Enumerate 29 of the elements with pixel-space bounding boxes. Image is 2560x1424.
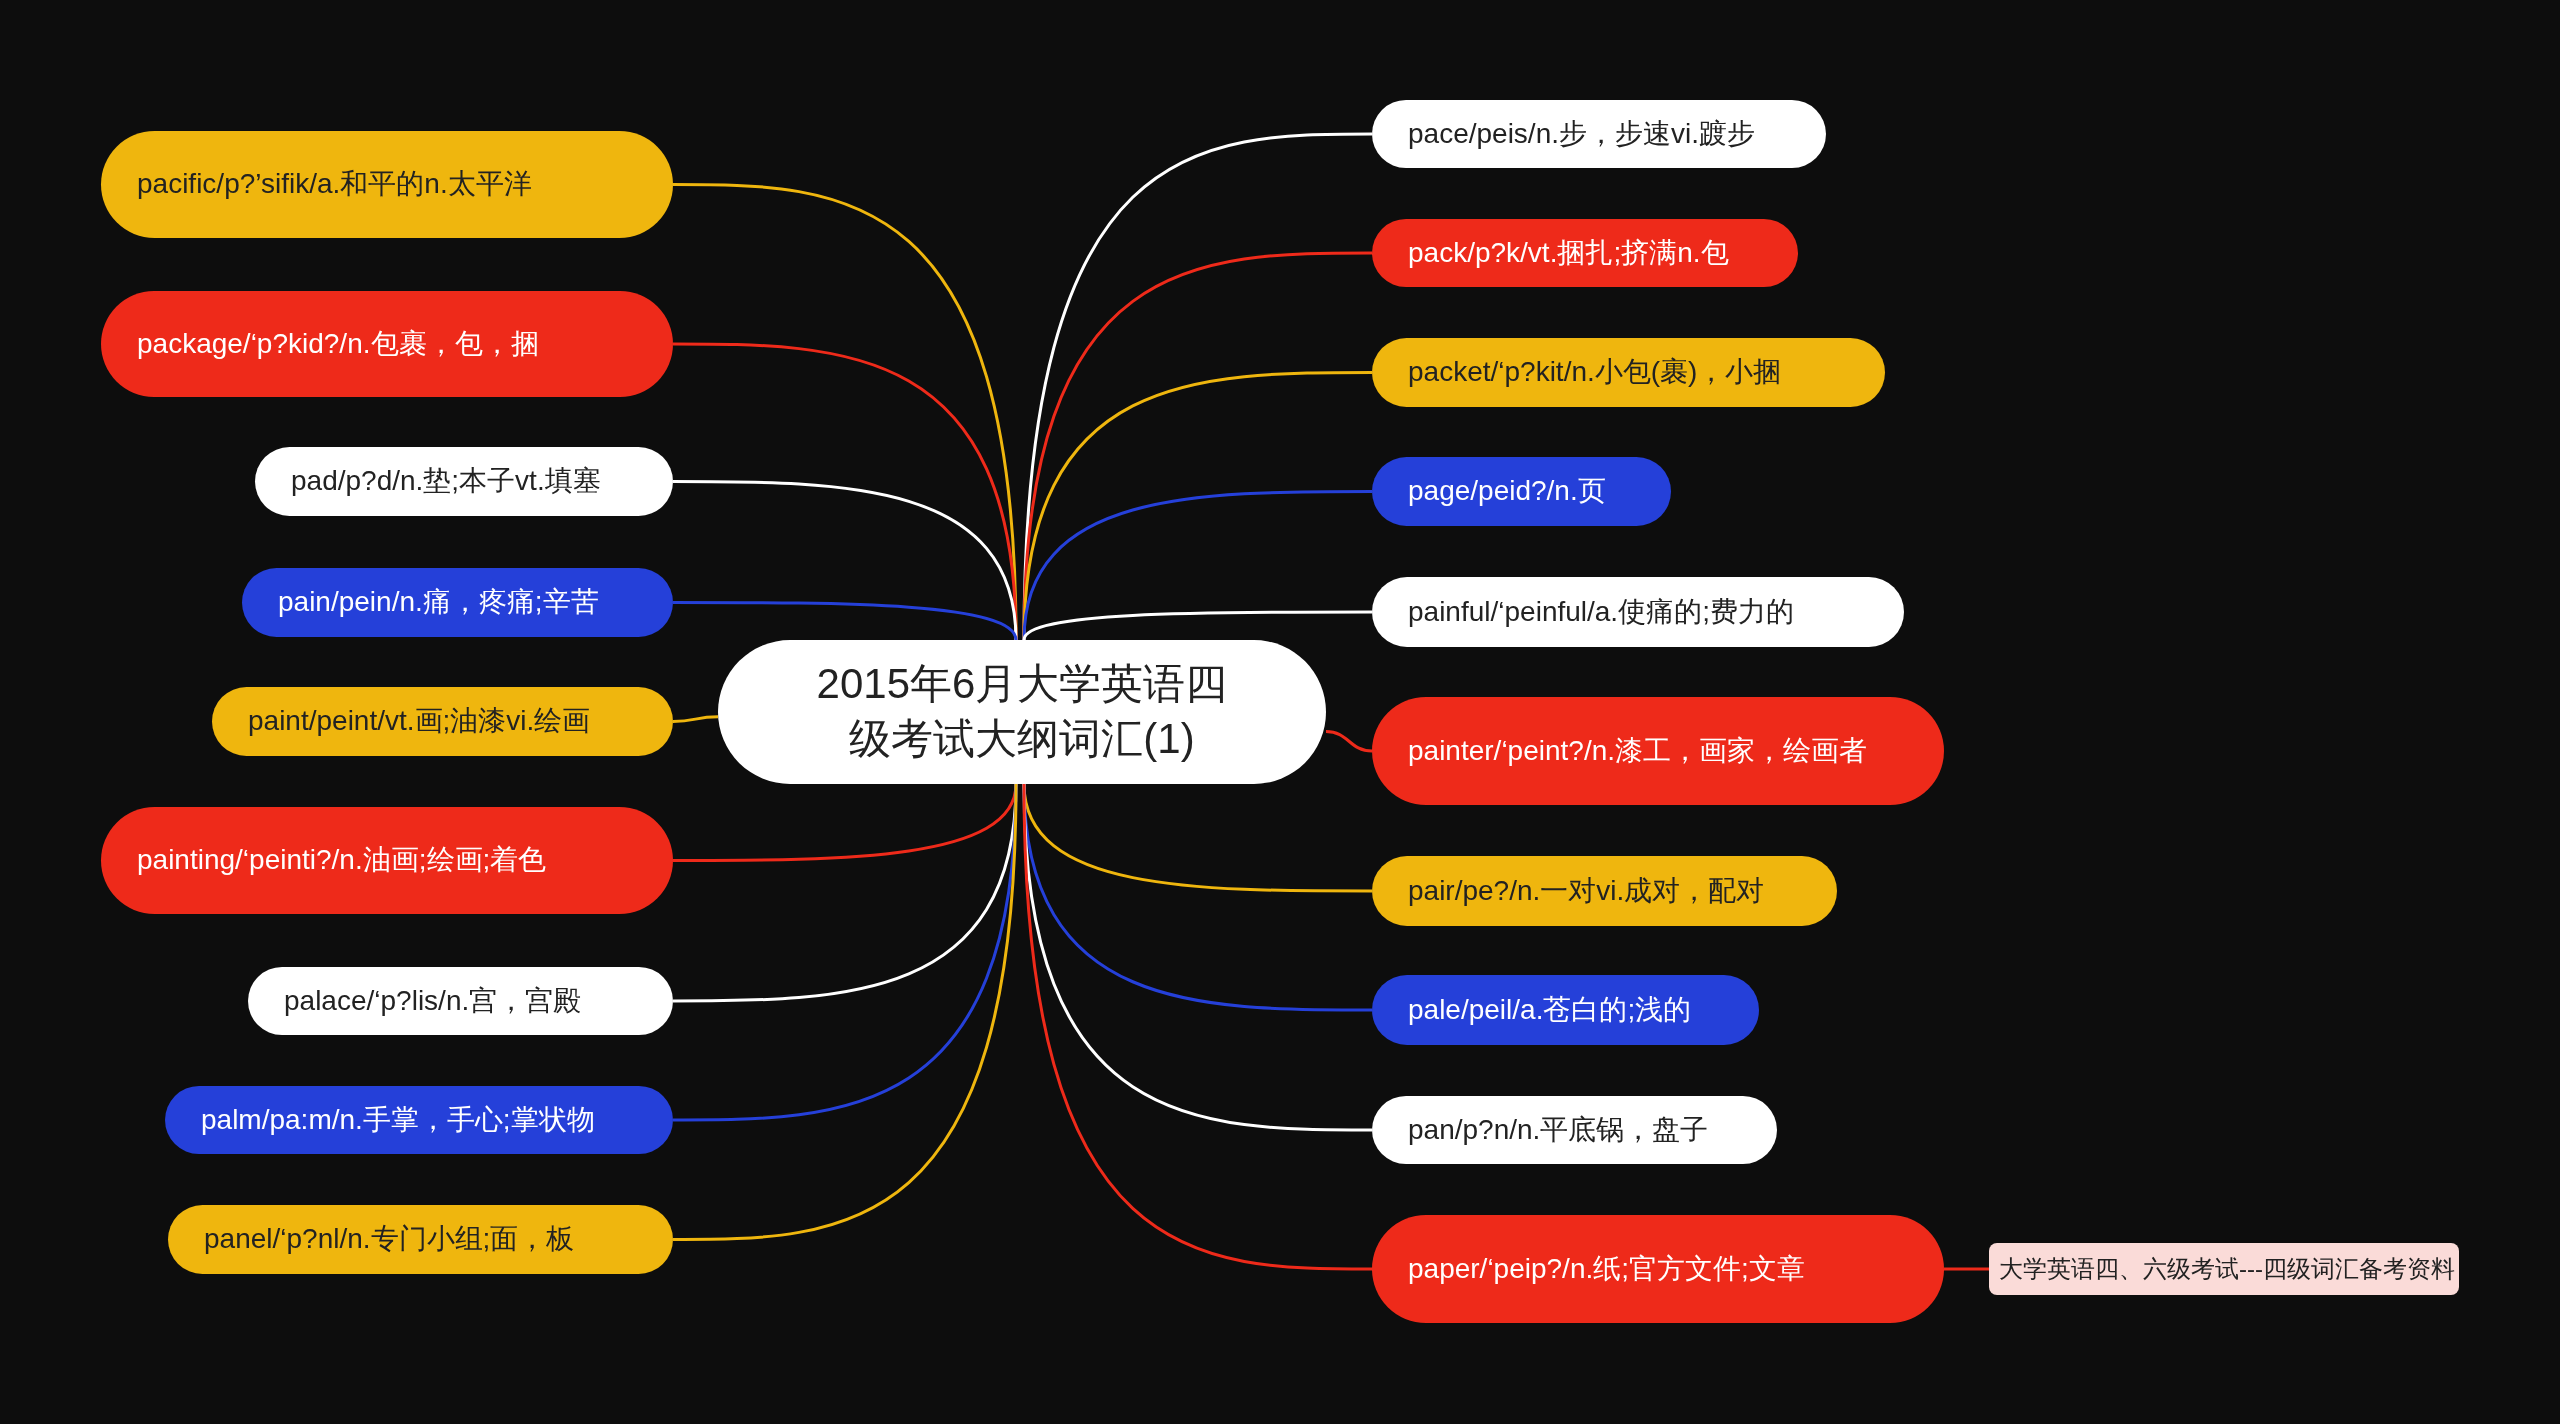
- topic-text: package/‘p?kid?/n.包裹，包，捆: [137, 326, 539, 361]
- topic-text: painting/‘peinti?/n.油画;绘画;着色: [137, 843, 547, 878]
- connector-line: [1022, 610, 1372, 641]
- topic-text: page/peid?/n.页: [1408, 474, 1606, 509]
- topic-text: paper/‘peip?/n.纸;官方文件;文章: [1408, 1251, 1805, 1286]
- topic-text: packet/‘p?kit/n.小包(裹)，小捆: [1408, 355, 1782, 390]
- topic-text: pair/pe?/n.一对vi.成对，配对: [1408, 873, 1765, 908]
- topic-text: panel/‘p?nl/n.专门小组;面，板: [204, 1222, 575, 1257]
- topic-text: palace/‘p?lis/n.宫，宫殿: [284, 983, 582, 1018]
- connector-line: [673, 601, 1018, 641]
- note-text: 大学英语四、六级考试---四级词汇备考资料: [1999, 1254, 2455, 1285]
- topic-text: pace/peis/n.步，步速vi.踱步: [1408, 116, 1755, 151]
- topic-text: pale/peil/a.苍白的;浅的: [1408, 992, 1692, 1027]
- connector-line: [1022, 251, 1372, 641]
- connector-line: [1325, 730, 1373, 753]
- topic-text: painter/‘peint?/n.漆工，画家，绘画者: [1408, 733, 1868, 768]
- connector-line: [1022, 783, 1372, 1271]
- topic-text: pack/p?k/vt.捆扎;挤满n.包: [1408, 235, 1729, 270]
- topic-text: painful/‘peinful/a.使痛的;费力的: [1408, 594, 1794, 629]
- topic-text: pacific/p?’sifik/a.和平的n.太平洋: [137, 167, 532, 202]
- connector-line: [672, 715, 719, 723]
- topic-text: pad/p?d/n.垫;本子vt.填塞: [291, 464, 601, 499]
- title-text: 2015年6月大学英语四级考试大纲词汇(1): [815, 659, 1229, 764]
- topic-text: pain/pein/n.痛，疼痛;辛苦: [278, 585, 599, 620]
- topic-text: pan/p?n/n.平底锅，盘子: [1408, 1112, 1709, 1147]
- topic-text: palm/pa:m/n.手掌，手心;掌状物: [201, 1102, 595, 1137]
- note-box: [1989, 1243, 2459, 1295]
- connector-line: [673, 783, 1018, 1241]
- topic-text: paint/peint/vt.画;油漆vi.绘画: [248, 704, 591, 739]
